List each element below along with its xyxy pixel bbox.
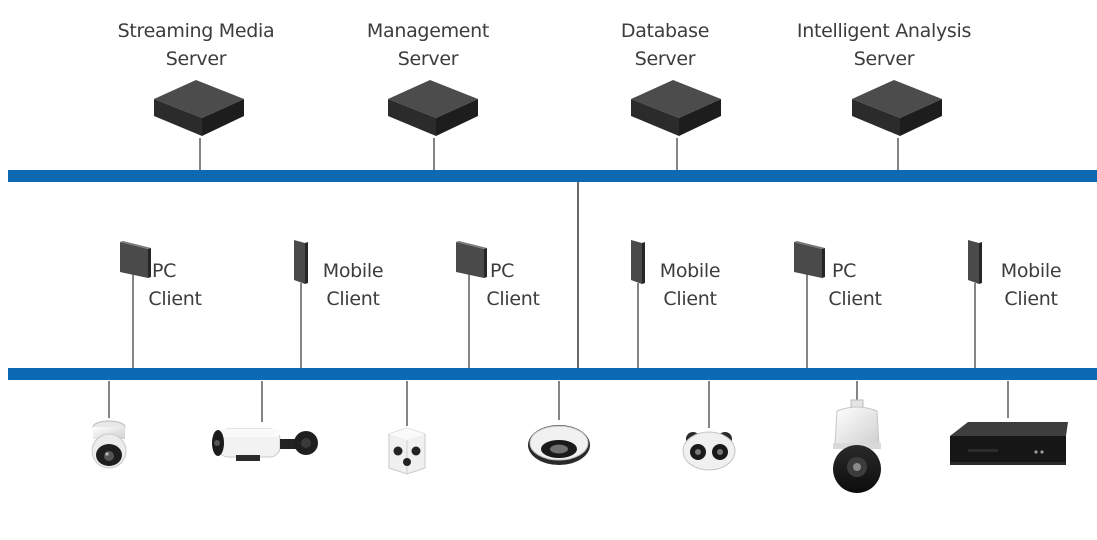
device-network-bus: [8, 368, 1097, 380]
ptz-camera-icon: [833, 399, 881, 493]
server-label-line2: Server: [853, 48, 915, 70]
server-label: Streaming Media Server: [118, 17, 275, 73]
pc-client-icon: [794, 241, 825, 278]
client-label-line2: Client: [828, 288, 882, 310]
client-label-line1: Mobile: [322, 260, 384, 282]
nvr-icon: [950, 422, 1068, 465]
client-label-line2: Client: [486, 288, 540, 310]
client-label-line1: Mobile: [1000, 260, 1062, 282]
server-label-line1: Management: [366, 20, 490, 42]
client-label: Mobile Client: [991, 257, 1071, 313]
server-label: Management Server: [367, 17, 489, 73]
server-label-line2: Server: [634, 48, 696, 70]
client-label: Mobile Client: [313, 257, 393, 313]
client-label: PC Client: [820, 257, 890, 313]
server-label-line2: Server: [165, 48, 227, 70]
client-connectors: [132, 273, 976, 370]
server-label-line2: Server: [397, 48, 459, 70]
client-label: Mobile Client: [650, 257, 730, 313]
server-label-line1: Intelligent Analysis: [796, 20, 972, 42]
client-label-line1: PC: [490, 260, 515, 282]
client-label-line2: Client: [663, 288, 717, 310]
server-icon: [852, 80, 942, 136]
pc-client-icon: [120, 241, 151, 278]
server-label: Intelligent Analysis Server: [797, 17, 971, 73]
server-icon: [154, 80, 244, 136]
client-label-line1: Mobile: [659, 260, 721, 282]
dome-camera-icon: [91, 420, 127, 469]
dual-lens-camera-icon: [682, 431, 736, 471]
multi-lens-camera-icon: [388, 427, 426, 475]
device-connectors: [108, 381, 1009, 428]
client-label-line1: PC: [152, 260, 177, 282]
client-label: PC Client: [478, 257, 548, 313]
client-label-line2: Client: [1004, 288, 1058, 310]
client-label-line1: PC: [832, 260, 857, 282]
server-icon: [631, 80, 721, 136]
client-label: PC Client: [140, 257, 210, 313]
server-connectors: [199, 138, 899, 172]
mobile-client-icon: [631, 240, 645, 284]
pc-client-icon: [456, 241, 487, 278]
server-label: Database Server: [620, 17, 710, 73]
bullet-camera-icon: [212, 428, 318, 461]
client-label-line2: Client: [148, 288, 202, 310]
server-label-line1: Streaming Media: [117, 20, 275, 42]
server-icon: [388, 80, 478, 136]
mobile-client-icon: [968, 240, 982, 284]
fisheye-camera-icon: [528, 425, 590, 465]
server-label-line1: Database: [620, 20, 710, 42]
client-label-line2: Client: [326, 288, 380, 310]
mobile-client-icon: [294, 240, 308, 284]
server-network-bus: [8, 170, 1097, 182]
